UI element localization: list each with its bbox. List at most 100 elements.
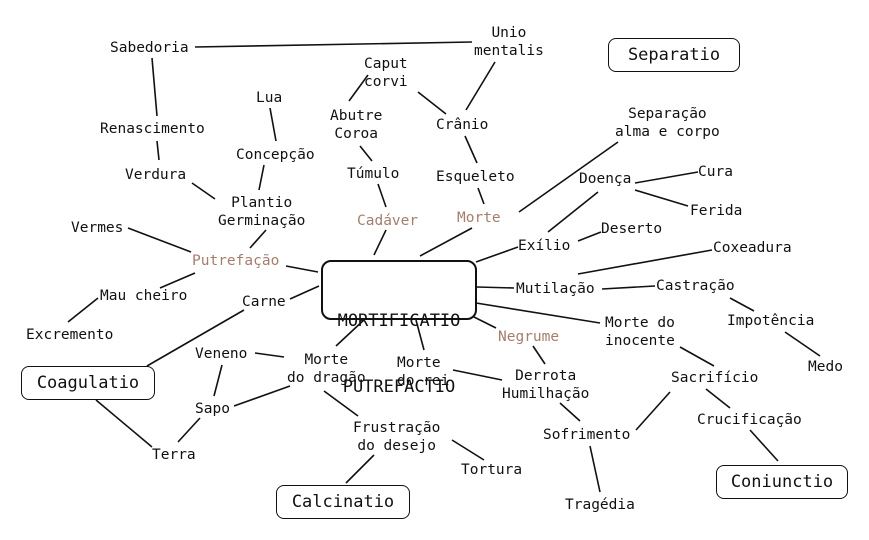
connector-separacao-exilio	[518, 141, 619, 213]
connector-castracao-impotencia	[729, 297, 755, 312]
term-coxeadura: Coxeadura	[713, 240, 792, 256]
separatio-node: Separatio	[608, 38, 740, 72]
term-mutilacao: Mutilação	[516, 281, 595, 297]
term-renascimento: Renascimento	[100, 121, 205, 137]
term-frustracao: Frustração do desejo	[353, 420, 441, 454]
term-terra: Terra	[152, 447, 196, 463]
term-cadaver: Cadáver	[357, 213, 419, 229]
connector-tumulo-cadaver	[377, 183, 387, 208]
connector-exilio-deserto	[577, 231, 602, 242]
term-abutre-coroa: Abutre Coroa	[330, 108, 383, 142]
term-lua: Lua	[256, 90, 283, 106]
term-impotencia: Impotência	[727, 313, 815, 329]
coagulatio-node: Coagulatio	[21, 366, 155, 400]
term-tumulo: Túmulo	[347, 166, 400, 182]
term-carne: Carne	[242, 294, 286, 310]
connector-center-morte-dragao	[335, 317, 367, 347]
connector-morte-dragao-veneno	[254, 352, 285, 358]
connector-crucificacao-coniunctio	[749, 429, 779, 462]
connector-exilio-center	[475, 246, 519, 263]
connector-sacrificio-sofrimento	[635, 391, 671, 431]
connector-caput-corvi-cranio	[417, 91, 447, 115]
term-morte: Morte	[457, 210, 501, 226]
term-mau-cheiro: Mau cheiro	[100, 288, 188, 304]
term-plantio: Plantio Germinação	[218, 195, 306, 229]
term-morte-dragao: Morte do dragão	[287, 352, 366, 386]
connector-sabedoria-renascimento	[151, 57, 158, 117]
connector-morte-center	[419, 227, 473, 257]
connector-renascimento-verdura	[156, 140, 160, 161]
connector-sapo-terra	[177, 417, 201, 443]
connector-carne-coagulatio	[146, 309, 245, 367]
connector-impotencia-medo	[784, 331, 821, 357]
connector-lua-concepcao	[269, 107, 277, 142]
term-cranio: Crânio	[436, 117, 489, 133]
connector-morte-rei-derrota	[452, 369, 503, 381]
connector-esqueleto-morte	[477, 187, 485, 205]
connector-center-morte-rei	[415, 319, 425, 351]
connector-center-negrume	[469, 314, 497, 329]
term-sapo: Sapo	[195, 401, 230, 417]
connector-putrefacao-mau-cheiro	[159, 272, 196, 289]
connector-center-carne	[289, 285, 320, 300]
term-unio-mentalis: Unio mentalis	[474, 25, 544, 59]
term-morte-inocente: Morte do inocente	[605, 315, 675, 349]
term-crucificacao: Crucificação	[697, 412, 802, 428]
term-sabedoria: Sabedoria	[110, 40, 189, 56]
term-excremento: Excremento	[26, 327, 114, 343]
connector-mutilacao-castracao	[601, 285, 656, 290]
term-cura: Cura	[698, 164, 733, 180]
connector-abutre-tumulo	[359, 145, 373, 162]
term-doenca: Doença	[579, 171, 632, 187]
connector-negrume-derrota	[532, 345, 546, 365]
calcinatio-node: Calcinatio	[276, 485, 410, 519]
term-morte-rei: Morte do rei	[397, 355, 450, 389]
term-separacao: Separação alma e corpo	[615, 106, 720, 140]
term-exilio: Exílio	[518, 238, 571, 254]
term-vermes: Vermes	[71, 220, 124, 236]
term-veneno: Veneno	[195, 346, 248, 362]
coniunctio-node: Coniunctio	[716, 465, 848, 499]
term-tortura: Tortura	[461, 462, 523, 478]
connector-doenca-ferida	[634, 189, 689, 207]
term-sacrificio: Sacrifício	[671, 370, 759, 386]
term-esqueleto: Esqueleto	[436, 169, 515, 185]
connector-sofrimento-tragedia	[589, 445, 601, 493]
term-ferida: Ferida	[690, 203, 743, 219]
connector-caput-corvi-abutre	[348, 74, 369, 102]
connector-unio-mentalis-cranio	[465, 61, 496, 111]
term-castracao: Castração	[656, 278, 735, 294]
connector-verdura-plantio	[191, 182, 216, 200]
term-verdura: Verdura	[125, 167, 187, 183]
connector-coagulatio-terra	[95, 399, 153, 448]
connector-putrefacao-center	[285, 265, 319, 273]
center-line-2: PUTREFACTIO	[342, 377, 456, 397]
connector-cranio-esqueleto	[464, 135, 478, 164]
connector-mau-cheiro-excremento	[67, 297, 99, 323]
connector-morte-dragao-frustracao	[323, 390, 359, 417]
term-putrefacao: Putrefação	[192, 253, 280, 269]
center-line-1: MORTIFICATIO	[337, 311, 461, 331]
term-sofrimento: Sofrimento	[543, 427, 631, 443]
connector-frustracao-calcinatio	[345, 454, 375, 484]
connector-center-morte-inocente	[475, 302, 601, 324]
connector-sapo-morte-dragao	[233, 385, 291, 407]
connector-frustracao-tortura	[451, 439, 485, 461]
term-tragedia: Tragédia	[565, 497, 635, 513]
connector-plantio-putrefacao	[249, 229, 267, 249]
term-caput-corvi: Caput corvi	[364, 56, 408, 90]
connector-derrota-sofrimento	[559, 402, 581, 422]
connector-mutilacao-coxeadura	[577, 249, 713, 275]
term-negrume: Negrume	[498, 329, 560, 345]
term-medo: Medo	[808, 359, 843, 375]
connector-concepcao-plantio	[258, 164, 265, 191]
term-concepcao: Concepção	[236, 147, 315, 163]
term-deserto: Deserto	[601, 221, 663, 237]
connector-exilio-doenca	[547, 191, 599, 233]
connector-center-mutilacao	[476, 286, 515, 289]
connector-veneno-sapo	[213, 364, 223, 397]
connector-sabedoria-unio-mentalis	[194, 41, 473, 48]
connector-morte-inocente-sacrificio	[679, 346, 715, 367]
